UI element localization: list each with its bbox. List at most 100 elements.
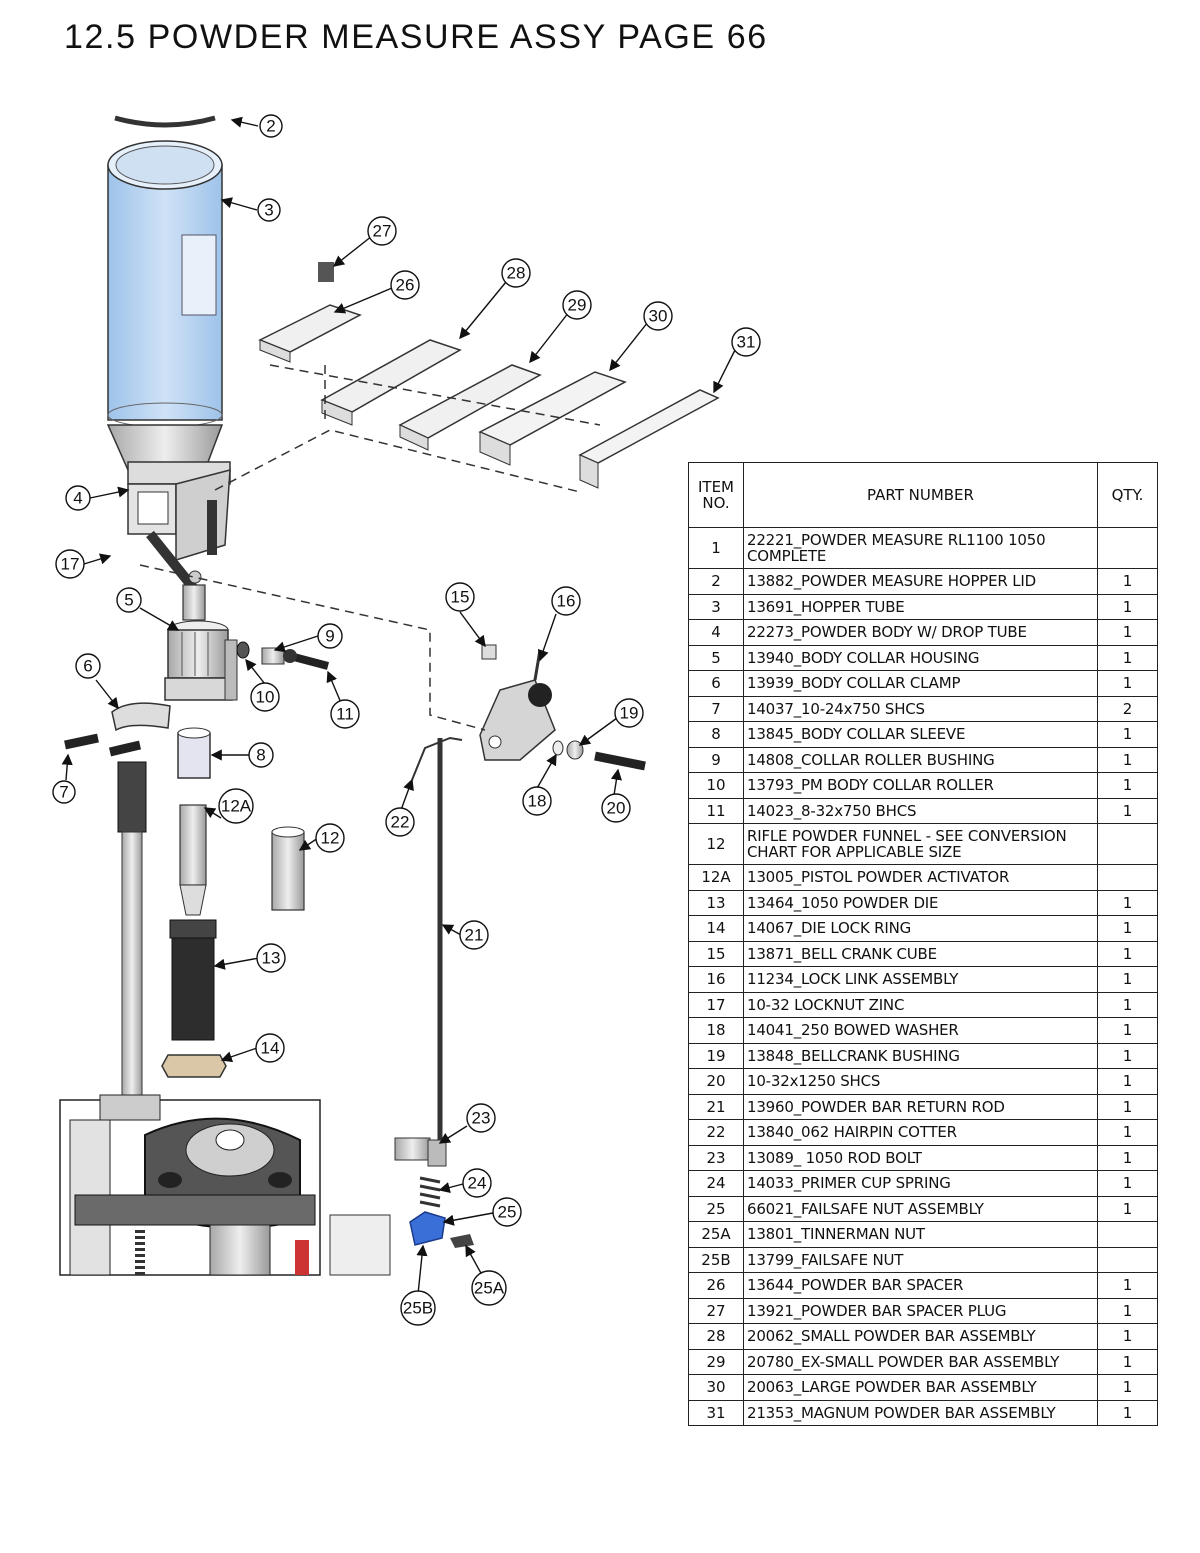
body-collar-clamp — [111, 702, 171, 732]
part-number-cell: 13464_1050 POWDER DIE — [743, 889, 1098, 916]
callout-label: 13 — [262, 949, 281, 968]
callout-bubble — [250, 682, 280, 712]
part-number-cell: 13848_BELLCRANK BUSHING — [743, 1042, 1098, 1069]
item-number-cell: 20 — [688, 1068, 744, 1095]
item-number-cell: 24 — [688, 1170, 744, 1197]
callout-bubble — [731, 327, 761, 357]
callout-bubble — [55, 549, 85, 579]
qty-cell: 1 — [1097, 1195, 1158, 1222]
part-number-cell: 10-32 LOCKNUT ZINC — [743, 991, 1098, 1018]
callout-label: 30 — [649, 307, 668, 326]
qty-cell — [1097, 1246, 1158, 1273]
item-number-cell: 14 — [688, 915, 744, 942]
hopper-lid — [114, 115, 216, 128]
table-header-row: ITEM NO. PART NUMBER QTY. — [688, 462, 1158, 528]
qty-cell — [1097, 823, 1158, 865]
item-number-cell: 28 — [688, 1323, 744, 1350]
item-number-cell: 25B — [688, 1246, 744, 1273]
qty-cell: 1 — [1097, 568, 1158, 595]
part-number-cell: 13940_BODY COLLAR HOUSING — [743, 644, 1098, 671]
part-number-cell: 22221_POWDER MEASURE RL1100 1050 COMPLET… — [743, 527, 1098, 569]
callout-bubble — [601, 793, 631, 823]
qty-cell — [1097, 527, 1158, 569]
callout-label: 9 — [325, 627, 334, 646]
item-number-cell: 8 — [688, 721, 744, 748]
callout-bubble — [390, 270, 420, 300]
callout-bubble — [445, 582, 475, 612]
qty-cell: 1 — [1097, 1348, 1158, 1375]
item-number-cell: 12A — [688, 864, 744, 891]
leader-lines — [61, 116, 737, 1295]
callout-label: 31 — [737, 333, 756, 352]
callout-bubble — [52, 780, 76, 804]
callout-label: 26 — [396, 276, 415, 295]
part-number-cell: 20780_EX-SMALL POWDER BAR ASSEMBLY — [743, 1348, 1098, 1375]
item-number-cell: 3 — [688, 593, 744, 620]
item-number-cell: 18 — [688, 1017, 744, 1044]
callout-label: 12A — [221, 797, 252, 816]
item-number-cell: 26 — [688, 1272, 744, 1299]
bell-crank-assembly — [479, 644, 646, 771]
qty-cell: 1 — [1097, 1323, 1158, 1350]
callout-label: 24 — [468, 1174, 487, 1193]
item-number-cell: 13 — [688, 889, 744, 916]
callout-bubble — [614, 698, 644, 728]
powder-bar-return-rod — [411, 736, 463, 1140]
item-number-cell: 25 — [688, 1195, 744, 1222]
callout-bubble — [501, 258, 531, 288]
part-number-cell: 20063_LARGE POWDER BAR ASSEMBLY — [743, 1374, 1098, 1401]
drop-tube — [182, 584, 206, 621]
shcs-screws — [64, 733, 142, 757]
body-collar-housing — [164, 620, 238, 701]
qty-cell: 1 — [1097, 772, 1158, 799]
qty-cell: 1 — [1097, 1093, 1158, 1120]
qty-cell: 1 — [1097, 1017, 1158, 1044]
qty-cell: 1 — [1097, 991, 1158, 1018]
callout-bubble — [257, 198, 281, 222]
qty-cell — [1097, 864, 1158, 891]
callout-bubble — [315, 823, 345, 853]
callout-bubble — [75, 653, 101, 679]
qty-cell — [1097, 1221, 1158, 1248]
callout-bubble — [522, 786, 552, 816]
item-number-cell: 15 — [688, 940, 744, 967]
powder-bars — [258, 262, 720, 489]
hopper-tube — [107, 140, 223, 428]
callout-label: 28 — [507, 264, 526, 283]
callout-bubble — [218, 788, 254, 824]
part-number-cell: 21353_MAGNUM POWDER BAR ASSEMBLY — [743, 1399, 1098, 1426]
part-number-cell: 14041_250 BOWED WASHER — [743, 1017, 1098, 1044]
item-number-cell: 1 — [688, 527, 744, 569]
qty-cell: 1 — [1097, 889, 1158, 916]
part-number-cell: 13960_POWDER BAR RETURN ROD — [743, 1093, 1098, 1120]
callout-label: 5 — [124, 591, 133, 610]
part-number-cell: 10-32x1250 SHCS — [743, 1068, 1098, 1095]
callout-bubble — [492, 1197, 522, 1227]
callout-label: 2 — [266, 117, 275, 136]
part-number-cell: 13840_062 HAIRPIN COTTER — [743, 1119, 1098, 1146]
item-number-cell: 9 — [688, 746, 744, 773]
callout-bubble — [317, 623, 343, 649]
qty-cell: 1 — [1097, 797, 1158, 824]
qty-cell: 1 — [1097, 746, 1158, 773]
collar-roller-parts — [236, 641, 330, 670]
qty-cell: 2 — [1097, 695, 1158, 722]
part-number-cell: 13801_TINNERMAN NUT — [743, 1221, 1098, 1248]
qty-cell: 1 — [1097, 1399, 1158, 1426]
